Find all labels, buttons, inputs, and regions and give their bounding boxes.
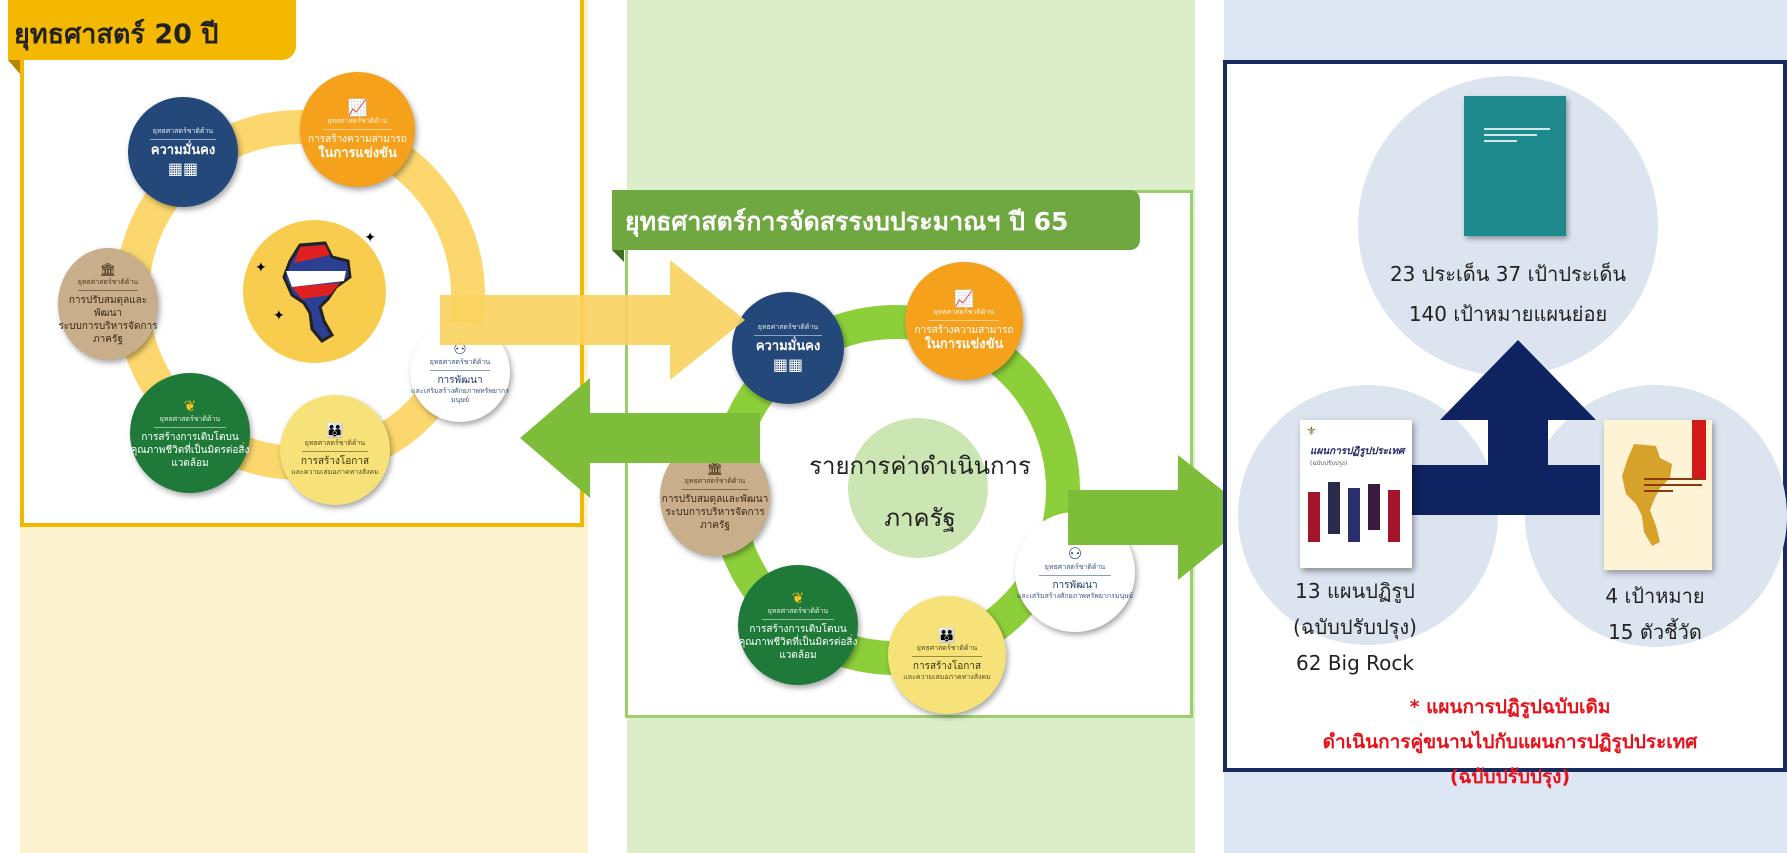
strategy-main-label: การสร้างการเติบโตบน — [749, 623, 847, 635]
left-panel-header — [8, 0, 296, 60]
thailand-map-icon — [281, 240, 352, 343]
book-bars — [1306, 482, 1406, 542]
plant-hands-icon: ❦ — [791, 588, 805, 607]
left-strategy-balance: 🏛 ยุทธศาสตร์ชาติด้าน การปรับสมดุลและพัฒน… — [58, 248, 158, 360]
strategy-main-label: การปรับสมดุลและพัฒนา — [68, 294, 148, 319]
strategy-small-label: ยุทธศาสตร์ชาติด้าน — [767, 606, 829, 615]
strategy-main-label: การพัฒนา — [437, 374, 483, 386]
strategy-sub-label: คุณภาพชีวิตที่เป็นมิตรต่อสิ่งแวดล้อม — [130, 444, 250, 469]
left-panel-title: ยุทธศาสตร์ 20 ปี — [14, 19, 219, 50]
strategy-sub-label: ระบบการบริหารจัดการภาครัฐ — [58, 320, 158, 345]
strategy-main-label: ความมั่นคง — [150, 142, 216, 158]
middle-strategy-equality: 👪 ยุทธศาสตร์ชาติด้าน การสร้างโอกาส และคว… — [888, 596, 1006, 714]
left-strategy-green: ❦ ยุทธศาสตร์ชาติด้าน การสร้างการเติบโตบน… — [130, 373, 250, 493]
left-caption-line-1: 13 แผนปฏิรูป — [1295, 579, 1415, 603]
yellow-arrow-right — [440, 260, 745, 380]
people-group-icon: 👪 — [326, 423, 344, 439]
growth-chart-icon: 📈 — [347, 97, 368, 117]
middle-strategy-green: ❦ ยุทธศาสตร์ชาติด้าน การสร้างการเติบโตบน… — [738, 565, 858, 685]
strategy-small-label: ยุทธศาสตร์ชาติด้าน — [77, 277, 139, 286]
strategy-small-label: ยุทธศาสตร์ชาติด้าน — [1044, 562, 1106, 571]
strategy-sub-label: คุณภาพชีวิตที่เป็นมิตรต่อสิ่งแวดล้อม — [738, 636, 858, 661]
sparkle-icon: ✦ — [273, 308, 285, 324]
goals-book — [1604, 420, 1712, 570]
fence-flag-icon: ▦▦ — [167, 158, 199, 178]
strategy-small-label: ยุทธศาสตร์ชาติด้าน — [757, 322, 819, 331]
people-care-icon: ⚇ — [1067, 543, 1083, 563]
top-caption: 23 ประเด็น 37 เป้าประเด็น 140 เป้าหมายแผ… — [1358, 258, 1658, 330]
government-building-icon: 🏛 — [706, 462, 724, 477]
note-line-3: (ฉบับปรับปรุง) — [1449, 766, 1571, 788]
green-arrow-to-right-panel — [1068, 455, 1256, 580]
strategy-sub-label: ระบบการบริหารจัดการภาครัฐ — [665, 507, 765, 531]
fence-flag-icon: ▦▦ — [772, 354, 804, 374]
book-title-lines — [1644, 478, 1702, 492]
book-left-title: แผนการปฏิรูปประเทศ — [1310, 446, 1405, 457]
strategy-small-label: ยุทธศาสตร์ชาติด้าน — [304, 439, 366, 447]
red-bookmark — [1692, 420, 1706, 480]
left-caption: 13 แผนปฏิรูป (ฉบับปรับปรุง) 62 Big Rock — [1250, 575, 1460, 679]
left-caption-line-3: 62 Big Rock — [1296, 651, 1414, 675]
strategy-main-label: การสร้างการเติบโตบน — [141, 431, 239, 443]
garuda-emblem-icon: ⚜ — [1306, 424, 1317, 438]
left-header-fold — [8, 60, 20, 74]
strategy-main-label: การสร้างโอกาส — [912, 661, 982, 672]
strategy-sub-label: และเสริมสร้างศักยภาพทรัพยากรมนุษย์ — [1016, 591, 1134, 600]
middle-center-circle — [848, 418, 988, 558]
middle-panel-title: ยุทธศาสตร์การจัดสรรงบประมาณฯ ปี 65 — [625, 207, 1069, 236]
note-line-1: * แผนการปฏิรูปฉบับเดิม — [1409, 696, 1611, 718]
top-caption-line-1: 23 ประเด็น 37 เป้าประเด็น — [1389, 262, 1627, 286]
middle-strategy-security: ยุทธศาสตร์ชาติด้าน ความมั่นคง ▦▦ — [732, 292, 844, 404]
reform-note: * แผนการปฏิรูปฉบับเดิม ดำเนินการคู่ขนานไ… — [1245, 692, 1775, 793]
middle-center-text: รายการค่าดำเนินการ ภาครัฐ — [790, 440, 1050, 544]
left-strategy-security: ยุทธศาสตร์ชาติด้าน ความมั่นคง ▦▦ — [128, 97, 238, 207]
strategy-sub-label: ในการแข่งขัน — [318, 145, 397, 161]
strategy-main-label: การสร้างความสามารถ — [914, 325, 1014, 336]
strategy-small-label: ยุทธศาสตร์ชาติด้าน — [684, 477, 746, 485]
strategy-small-label: ยุทธศาสตร์ชาติด้าน — [933, 308, 995, 316]
book-left-subtitle: (ฉบับปรับปรุง) — [1310, 460, 1348, 467]
strategy-small-label: ยุทธศาสตร์ชาติด้าน — [916, 644, 978, 652]
strategy-sub-label: ในการแข่งขัน — [924, 337, 1004, 352]
navy-upward-arrow — [1410, 340, 1600, 515]
center-line-1: รายการค่าดำเนินการ — [809, 452, 1031, 480]
book-title-lines — [1484, 128, 1550, 142]
strategy-sub-label: และความเสมอภาคทางสังคม — [291, 468, 379, 476]
reform-plan-book: ⚜ แผนการปฏิรูปประเทศ (ฉบับปรับปรุง) — [1300, 420, 1412, 568]
people-group-icon: 👪 — [938, 628, 956, 644]
strategy-small-label: ยุทธศาสตร์ชาติด้าน — [327, 116, 388, 125]
middle-header-fold — [612, 250, 624, 262]
strategy-main-label: การสร้างโอกาส — [300, 456, 370, 467]
growth-chart-icon: 📈 — [954, 289, 974, 308]
strategy-small-label: ยุทธศาสตร์ชาติด้าน — [429, 357, 491, 366]
sparkle-icon: ✦ — [364, 230, 376, 246]
right-caption-line-2: 15 ตัวชี้วัด — [1608, 620, 1702, 644]
strategy-main-label: ความมั่นคง — [755, 338, 821, 354]
left-caption-line-2: (ฉบับปรับปรุง) — [1293, 615, 1417, 639]
strategy-sub-label: และความเสมอภาคทางสังคม — [903, 673, 991, 681]
national-master-plan-book — [1464, 96, 1566, 236]
left-thailand-map-icon: ✦ ✦ ✦ — [243, 220, 386, 363]
strategy-main-label: การปรับสมดุลและพัฒนา — [661, 494, 769, 505]
center-line-2: ภาครัฐ — [884, 504, 956, 532]
middle-strategy-competitiveness: 📈 ยุทธศาสตร์ชาติด้าน การสร้างความสามารถ … — [905, 262, 1023, 380]
sparkle-icon: ✦ — [255, 260, 267, 276]
top-caption-line-2: 140 เป้าหมายแผนย่อย — [1408, 302, 1608, 326]
plant-hands-icon: ❦ — [183, 396, 197, 415]
left-strategy-competitiveness: 📈 ยุทธศาสตร์ชาติด้าน การสร้างความสามารถ … — [300, 72, 415, 187]
right-caption: 4 เป้าหมาย 15 ตัวชี้วัด — [1560, 580, 1750, 648]
strategy-sub-label: และเสริมสร้างศักยภาพทรัพยากรมนุษย์ — [411, 386, 509, 404]
middle-panel-header — [612, 190, 1140, 250]
left-strategy-equality: 👪 ยุทธศาสตร์ชาติด้าน การสร้างโอกาส และคว… — [280, 395, 390, 505]
green-arrow-left — [520, 378, 760, 498]
strategy-main-label: การพัฒนา — [1052, 579, 1098, 591]
note-line-2: ดำเนินการคู่ขนานไปกับแผนการปฏิรูปประเทศ — [1322, 731, 1698, 753]
strategy-small-label: ยุทธศาสตร์ชาติด้าน — [152, 126, 214, 135]
government-building-icon: 🏛 — [99, 262, 117, 278]
strategy-small-label: ยุทธศาสตร์ชาติด้าน — [159, 414, 221, 423]
strategy-main-label: การสร้างความสามารถ — [308, 133, 407, 145]
thailand-map-icon — [1622, 444, 1672, 546]
right-caption-line-1: 4 เป้าหมาย — [1605, 584, 1705, 608]
